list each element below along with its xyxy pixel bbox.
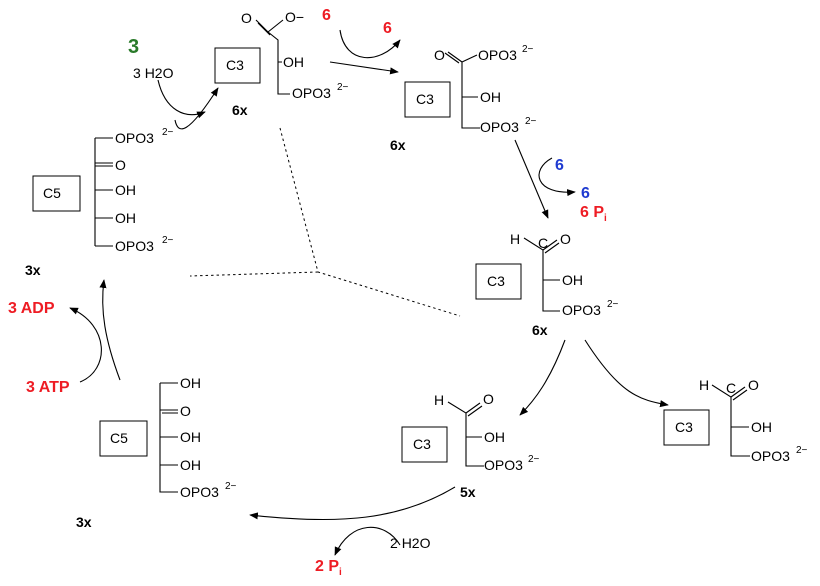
phosphate-group-label: OPO3: [562, 302, 601, 318]
carbon-box-c3-top: [214, 47, 261, 84]
carbonyl-label: O: [434, 47, 445, 63]
phosphate-2pi: 2 Pi: [315, 558, 342, 578]
charge-label: 2−: [522, 44, 534, 55]
water-label-bottom: 2 H2O: [390, 535, 431, 551]
phosphate-group-label: OPO3: [480, 119, 519, 135]
phosphate-group-label: OPO3: [180, 484, 219, 500]
dashed-separator: [189, 127, 461, 317]
phosphate-group-label: OPO3: [484, 457, 523, 473]
hydrogen-label: H: [434, 392, 444, 408]
arrow-to-c3-top: [174, 87, 219, 130]
adp-label: 3 ADP: [8, 300, 55, 317]
arrow-to-dhap: [519, 339, 566, 416]
molecule-c3-top: 3 3 H2O C3 O O− OH OPO3 2− 6x: [128, 9, 349, 118]
phosphate-group-label: OPO3: [115, 238, 154, 254]
stoichiometry-green-3: 3: [128, 36, 139, 58]
carbon-box-label: C3: [675, 419, 693, 435]
hydroxyl-label: OH: [180, 429, 201, 445]
charge-label: 2−: [607, 299, 619, 310]
molecule-c3-bpg: C3 O OPO3 2− OH OPO3 2− 6x: [390, 44, 537, 153]
charge-label: 2−: [162, 235, 174, 246]
carbon-label: C: [538, 235, 548, 251]
carbonyl-label: O: [180, 403, 191, 419]
stoichiometry-5x: 5x: [460, 484, 476, 500]
carbon-box-label: C3: [413, 436, 431, 452]
carbon-box-c5-bottom: [99, 420, 148, 457]
molecule-c3-g3p: C3 H C O OH OPO3 2− 6x: [475, 231, 619, 338]
stoichiometry-6x-g3p: 6x: [532, 322, 548, 338]
charge-label: 2−: [225, 481, 237, 492]
carbonyl-label: O: [115, 157, 126, 173]
arrow-to-c5-bottom: [249, 486, 456, 521]
carbon-box-label: C5: [110, 430, 128, 446]
hydroxyl-label: OH: [751, 419, 772, 435]
phosphate-group-label: OPO3: [478, 47, 517, 63]
stoichiometry-3x-top: 3x: [25, 262, 41, 278]
carbonyl-label: O: [241, 10, 252, 26]
stoichiometry-3x-bottom: 3x: [76, 514, 92, 530]
blue-6-out: 6: [581, 185, 590, 202]
red-6-out: 6: [383, 20, 392, 37]
carboxylate-label: O−: [285, 9, 304, 25]
blue-6-in: 6: [555, 157, 564, 174]
arrow-to-g3p: [514, 139, 549, 219]
molecule-c3-side: C3 H C O OH OPO3 2−: [663, 377, 808, 464]
hydrogen-label: H: [510, 231, 520, 247]
carbonyl-label: O: [483, 391, 494, 407]
hydroxyl-label: OH: [180, 375, 201, 391]
cofactor-labels: 6 6 6 6 6 Pi 3 ADP 3 ATP 2 H2O 2 Pi: [8, 7, 607, 578]
charge-label: 2−: [796, 445, 808, 456]
carbon-box-c3-g3p: [475, 263, 522, 300]
carbonyl-label: O: [748, 377, 759, 393]
red-6-in: 6: [322, 7, 331, 24]
carbon-box-c3-dhap: [401, 426, 448, 463]
hydroxyl-label: OH: [484, 429, 505, 445]
charge-label: 2−: [162, 127, 174, 138]
arrow-to-bpg: [329, 61, 399, 75]
reaction-arrows: [69, 29, 669, 556]
carbon-box-label: C5: [43, 185, 61, 201]
stoichiometry-6x-top: 6x: [232, 102, 248, 118]
carbon-box-c3-side: [663, 409, 710, 446]
hydroxyl-label: OH: [283, 54, 304, 70]
stoichiometry-6x-bpg: 6x: [390, 137, 406, 153]
carbon-box-label: C3: [416, 91, 434, 107]
molecule-c3-dhap: C3 H O OH OPO3 2− 5x: [401, 391, 540, 500]
carbon-box-label: C3: [487, 273, 505, 289]
carbon-box-c3-bpg: [404, 81, 451, 118]
hydroxyl-label: OH: [562, 272, 583, 288]
carbonyl-label: O: [560, 231, 571, 247]
molecule-c5-bottom: C5 OH O OH OH OPO3 2− 3x: [76, 375, 237, 530]
arrow-to-side-c3: [584, 339, 669, 408]
hydroxyl-label: OH: [115, 210, 136, 226]
phosphate-group-label: OPO3: [115, 130, 154, 146]
hydrogen-label: H: [699, 377, 709, 393]
phosphate-group-label: OPO3: [751, 448, 790, 464]
charge-label: 2−: [528, 454, 540, 465]
phosphate-6pi: 6 Pi: [580, 204, 607, 224]
carbon-label: C: [726, 380, 736, 396]
atp-label: 3 ATP: [26, 379, 70, 396]
hydroxyl-label: OH: [115, 182, 136, 198]
arrow-to-c5-top: [99, 279, 121, 381]
charge-label: 2−: [525, 116, 537, 127]
hydroxyl-label: OH: [180, 457, 201, 473]
carbon-box-label: C3: [226, 57, 244, 73]
hydroxyl-label: OH: [480, 89, 501, 105]
water-label: 3 H2O: [133, 65, 174, 81]
charge-label: 2−: [337, 82, 349, 93]
carbon-box-c5-top: [32, 175, 81, 212]
molecule-c5-top: C5 OPO3 2− O OH OH OPO3 2− 3x: [25, 127, 174, 278]
phosphate-group-label: OPO3: [292, 85, 331, 101]
